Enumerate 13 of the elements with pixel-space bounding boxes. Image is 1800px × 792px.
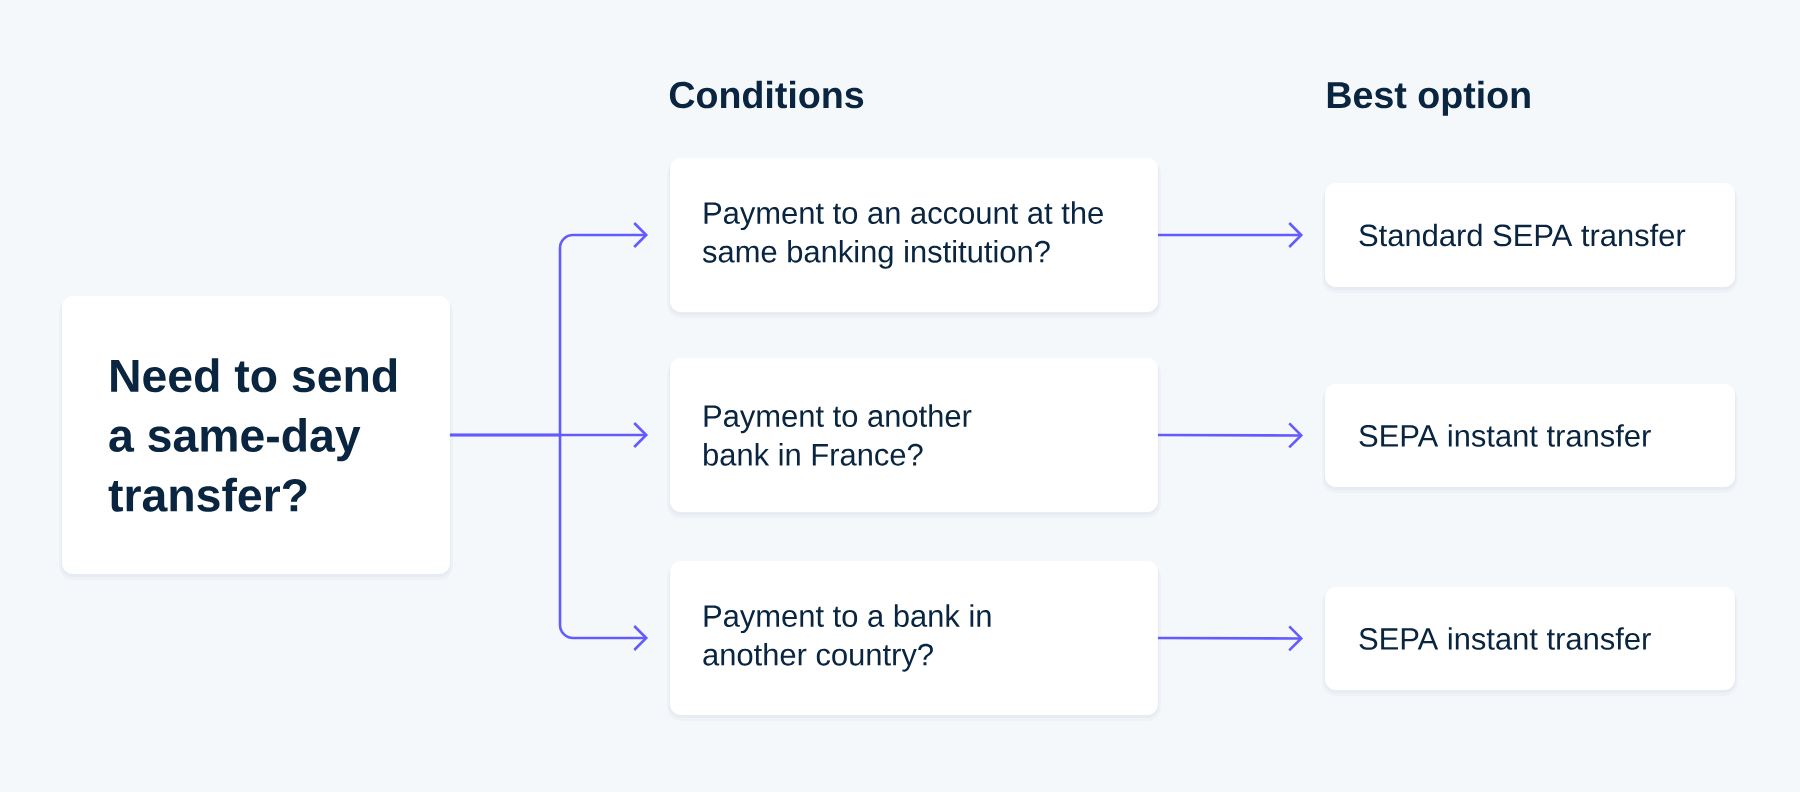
question-box: Need to send a same-day transfer? xyxy=(59,296,453,580)
condition-box: Payment to another bank in France? xyxy=(667,358,1161,518)
condition-box: Payment to a bank in another country? xyxy=(667,561,1161,721)
arrow xyxy=(1157,422,1304,449)
result-box: SEPA instant transfer xyxy=(1322,587,1738,696)
result-box: Standard SEPA transfer xyxy=(1322,183,1738,293)
arrow xyxy=(1157,222,1304,248)
column-heading: Best option xyxy=(1327,80,1530,116)
arrow xyxy=(1157,625,1304,652)
arrow xyxy=(449,433,649,651)
column-heading: Conditions xyxy=(669,80,864,109)
result-box: SEPA instant transfer xyxy=(1322,384,1738,493)
condition-box: Payment to an account at the same banking institution? xyxy=(667,158,1161,318)
